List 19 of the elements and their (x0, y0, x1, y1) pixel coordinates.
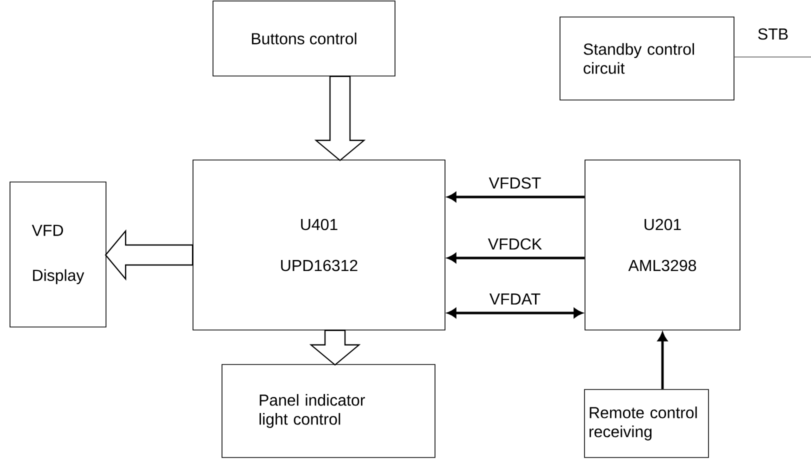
hollow-arrow (309, 330, 361, 366)
hollow-arrow (104, 229, 194, 281)
arrow (448, 308, 582, 318)
block-box: U401 UPD16312 (192, 160, 446, 330)
block-box: Standby control circuit (560, 16, 734, 100)
edge-label: STB (756, 27, 790, 41)
block-box: U201 AML3298 (584, 160, 740, 330)
block-box: Panel indicator light control (222, 364, 436, 458)
edge-label: VFDCK (486, 237, 544, 251)
signal-line (734, 56, 811, 58)
arrow (448, 253, 585, 263)
block-box: Remote control receiving (584, 389, 709, 458)
edge-label: VFDAT (488, 292, 542, 306)
hollow-arrow (314, 76, 366, 162)
block-box: VFD Display (10, 182, 106, 328)
block-box: Buttons control (212, 0, 396, 76)
arrow (658, 332, 668, 390)
arrow (448, 192, 585, 202)
edge-label: VFDST (488, 176, 542, 190)
